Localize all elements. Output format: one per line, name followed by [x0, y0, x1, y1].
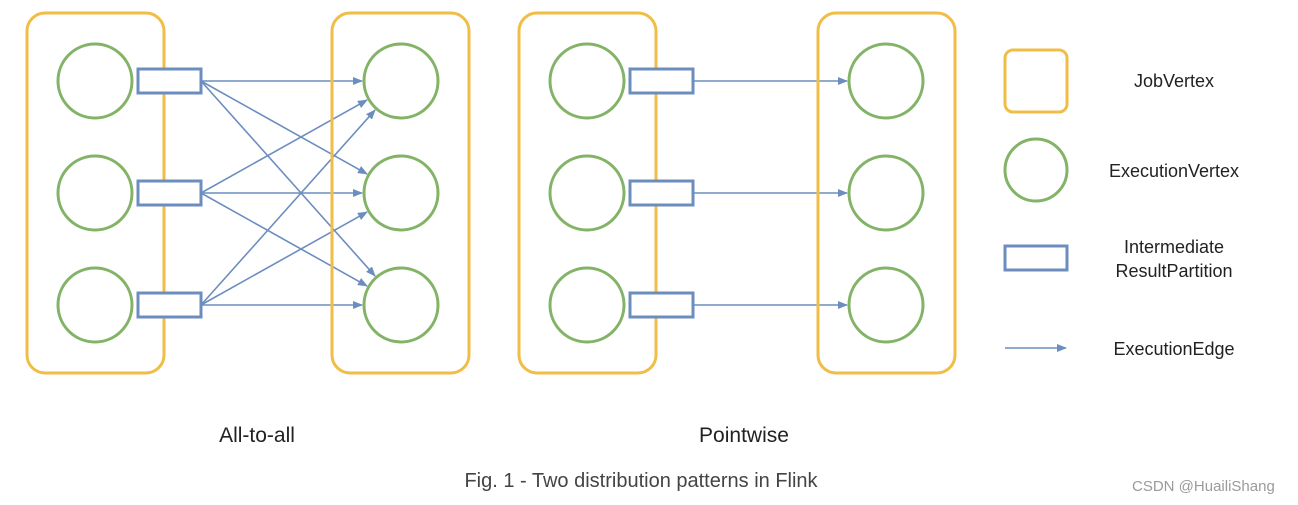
vertices: [25, 11, 957, 375]
pointwise-result-partition-2: [628, 179, 695, 207]
all-to-all-execution-edge-2-1: [200, 99, 368, 194]
legend-label-execution-vertex: ExecutionVertex: [1108, 161, 1240, 181]
legend-label-partition-line1: Intermediate: [1123, 237, 1225, 257]
pointwise-target-job-vertex: [816, 11, 957, 375]
legend-label-execution-edge: ExecutionEdge: [1113, 339, 1235, 359]
all-to-all-source-execution-vertex-3: [56, 266, 134, 344]
all-to-all-execution-edge-1-3: [200, 80, 376, 277]
pattern-label-pointwise: Pointwise: [699, 424, 789, 447]
legend-label-partition-line2: ResultPartition: [1115, 261, 1233, 281]
pointwise-source-execution-vertex-3: [548, 266, 626, 344]
pointwise-target-execution-vertex-1: [847, 42, 925, 120]
all-to-all-source-execution-vertex-1: [56, 42, 134, 120]
legend-label-job-vertex: JobVertex: [1133, 71, 1215, 91]
legend-job-vertex-shape: [1003, 48, 1069, 114]
pointwise-target-execution-vertex-3: [847, 266, 925, 344]
legend-execution-vertex-shape: [1003, 137, 1069, 203]
legend-shapes: [1003, 48, 1069, 352]
all-to-all-result-partition-2: [136, 179, 203, 207]
all-to-all-execution-edge-2-3: [200, 192, 368, 287]
pointwise-source-execution-vertex-1: [548, 42, 626, 120]
pointwise-target-execution-vertex-2: [847, 154, 925, 232]
all-to-all-result-partition-3: [136, 291, 203, 319]
all-to-all-target-job-vertex: [330, 11, 471, 375]
all-to-all-execution-edge-1-2: [200, 80, 368, 175]
pointwise-result-partition-3: [628, 291, 695, 319]
all-to-all-target-execution-vertex-1: [362, 42, 440, 120]
pointwise-source-execution-vertex-2: [548, 154, 626, 232]
all-to-all-result-partition-1: [136, 67, 203, 95]
all-to-all-execution-edge-3-1: [200, 109, 376, 306]
all-to-all-execution-edge-3-2: [200, 211, 368, 306]
pattern-label-all-to-all: All-to-all: [219, 424, 295, 447]
all-to-all-target-execution-vertex-2: [362, 154, 440, 232]
figure-caption: Fig. 1 - Two distribution patterns in Fl…: [464, 470, 818, 492]
all-to-all-target-execution-vertex-3: [362, 266, 440, 344]
pointwise-result-partition-1: [628, 67, 695, 95]
execution-edges: [200, 77, 848, 309]
legend-partition-shape: [1003, 244, 1069, 272]
all-to-all-source-execution-vertex-2: [56, 154, 134, 232]
watermark: CSDN @HuailiShang: [1132, 478, 1275, 495]
